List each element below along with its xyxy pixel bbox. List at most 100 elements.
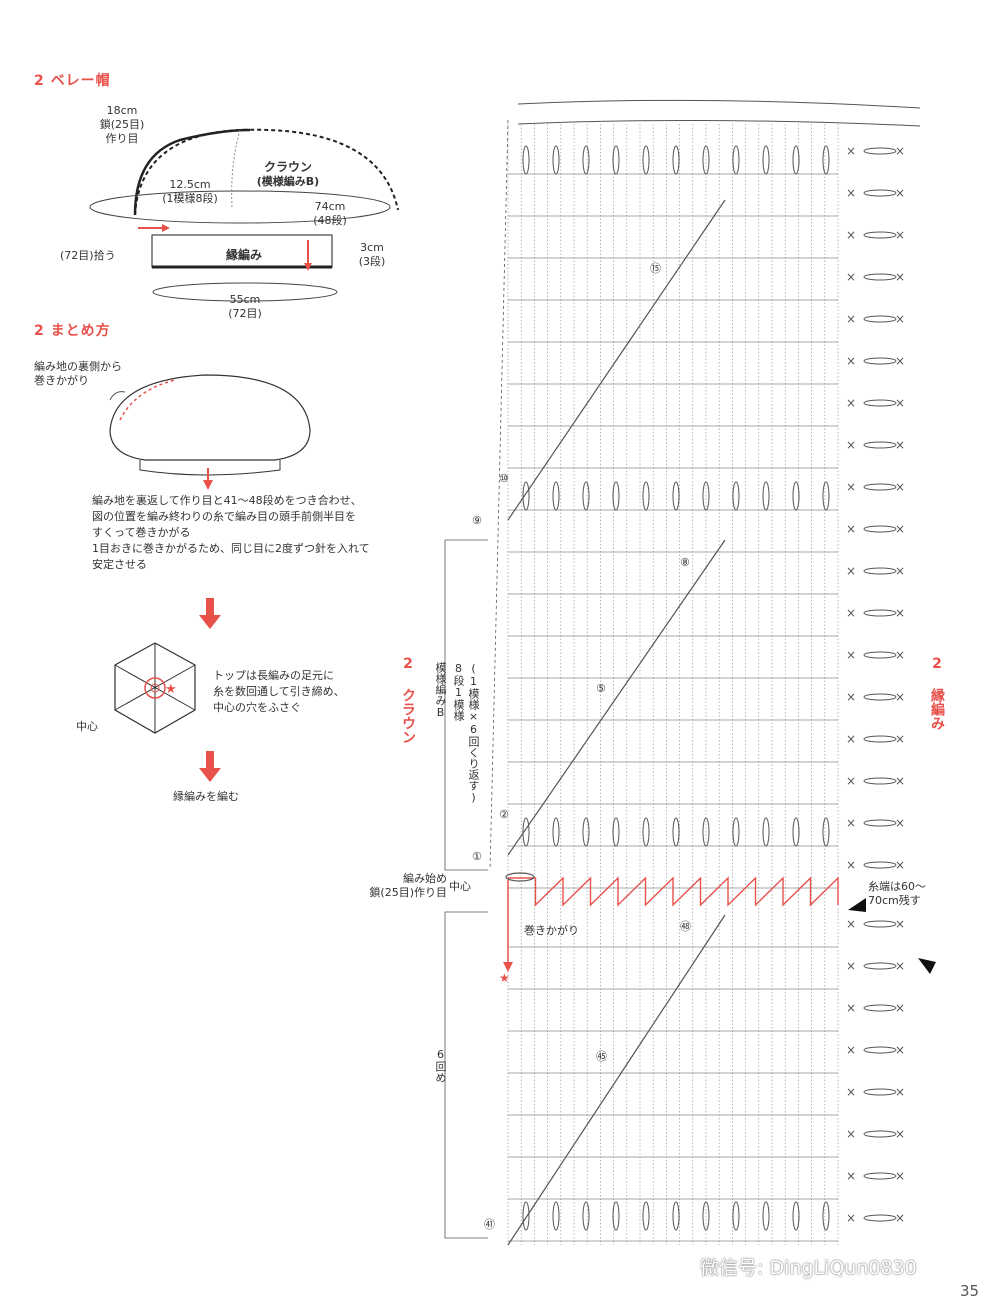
chain-stitch xyxy=(552,1201,560,1231)
finishing-steps: 編み地を裏返して作り目と41～48段めをつき合わせ、 図の位置を編み終わりの糸で… xyxy=(92,493,370,573)
chain-stitch xyxy=(522,145,530,175)
finishing-step-line: すくって巻きかがる xyxy=(92,526,191,539)
edging-x-mark: × xyxy=(846,270,856,284)
edging-x-mark: × xyxy=(846,858,856,872)
edging-chain xyxy=(863,861,897,869)
chain-stitch xyxy=(732,1201,740,1231)
top-note-line: 糸を数回通して引き締め、 xyxy=(213,685,345,698)
edging-x-mark: × xyxy=(846,480,856,494)
chain-stitch xyxy=(582,817,590,847)
chain-stitch xyxy=(642,481,650,511)
chain-stitch xyxy=(642,1201,650,1231)
edging-x-mark: × xyxy=(846,917,856,931)
edging-x-mark: × xyxy=(895,564,905,578)
pattern-diagonal xyxy=(507,914,726,1246)
chain-stitch xyxy=(732,145,740,175)
pattern-length-label: 12.5cm xyxy=(169,178,211,191)
chain-stitch xyxy=(522,481,530,511)
edging-x-mark: × xyxy=(895,1127,905,1141)
edging-x-mark: × xyxy=(895,1085,905,1099)
edging-x-mark: × xyxy=(846,564,856,578)
chain-stitch xyxy=(762,481,770,511)
chain-stitch xyxy=(552,481,560,511)
finishing-step-line: 安定させる xyxy=(92,558,147,571)
circumference-rows-label: (48段) xyxy=(313,214,347,227)
edging-x-mark: × xyxy=(895,1169,905,1183)
chain-stitch xyxy=(582,481,590,511)
chart-whip-label: 巻きかがり xyxy=(524,924,579,937)
edging-x-mark: × xyxy=(846,732,856,746)
triangle-marker-icon xyxy=(918,958,936,974)
row-marker: ① xyxy=(472,850,482,863)
page-number: 35 xyxy=(960,1282,980,1300)
chain-start-label: 作り目 xyxy=(105,132,139,145)
chain-stitch xyxy=(642,145,650,175)
finishing-title: 2 まとめ方 xyxy=(34,323,111,339)
repeat-count-label: 6回め xyxy=(434,1048,447,1083)
edging-x-mark: × xyxy=(895,144,905,158)
pattern-rows-label: (1模様8段) xyxy=(162,192,218,205)
chain-stitch xyxy=(762,817,770,847)
edging-x-mark: × xyxy=(846,959,856,973)
chart-top-edge xyxy=(517,99,921,109)
triangle-marker-icon xyxy=(848,898,866,912)
edging-x-mark: × xyxy=(895,1043,905,1057)
star-icon: ★ xyxy=(499,971,510,985)
chart-guide xyxy=(489,119,509,871)
crown-label: クラウン xyxy=(263,160,312,174)
edging-chain xyxy=(863,962,897,970)
edging-x-mark: × xyxy=(895,858,905,872)
edging-x-mark: × xyxy=(846,228,856,242)
chain-stitch xyxy=(822,145,830,175)
chain-stitch xyxy=(792,1201,800,1231)
beret-schematic xyxy=(89,128,399,302)
chart-top-edge xyxy=(517,119,921,127)
chain-stitch xyxy=(762,1201,770,1231)
watermark: 微信号: DingLiQun0830 xyxy=(700,1257,917,1279)
edging-chain xyxy=(863,1046,897,1054)
chain-stitch xyxy=(732,817,740,847)
edging-step-label: 縁編みを編む xyxy=(173,790,239,803)
edging-chain xyxy=(863,819,897,827)
row-marker: ⑩ xyxy=(499,472,509,485)
edging-x-mark: × xyxy=(846,1169,856,1183)
chain-length-label: 18cm xyxy=(106,104,138,117)
edging-chain xyxy=(863,189,897,197)
edging-chain xyxy=(863,1130,897,1138)
chain-stitch xyxy=(702,817,710,847)
edging-x-mark: × xyxy=(846,606,856,620)
chart-start-chain-label: 鎖(25目)作り目 xyxy=(369,886,447,899)
edging-height-label: 3cm xyxy=(360,241,384,254)
top-note-line: トップは長編みの足元に xyxy=(213,669,334,682)
edging-chain xyxy=(863,525,897,533)
edging-x-mark: × xyxy=(895,522,905,536)
edging-x-mark: × xyxy=(846,648,856,662)
chain-stitch xyxy=(762,145,770,175)
row-marker: ㊽ xyxy=(680,920,691,933)
finishing-step-line: 1目おきに巻きかがるため、同じ目に2度ずつ針を入れて xyxy=(92,542,370,555)
crown-chart-sub: 模様編みB xyxy=(434,662,447,719)
circumference-label: 74cm xyxy=(314,200,346,213)
row-marker: ⑨ xyxy=(472,514,482,527)
chain-stitch xyxy=(522,817,530,847)
chart-center-label: 中心 xyxy=(449,880,471,893)
edging-x-mark: × xyxy=(895,1211,905,1225)
edging-chain xyxy=(863,1088,897,1096)
row-marker: ⑧ xyxy=(680,556,690,569)
edging-chart-title: 2 縁編み xyxy=(929,656,945,730)
repeat-bracket xyxy=(444,911,488,1239)
whip-note-line-2: 巻きかがり xyxy=(34,374,89,387)
edging-chain xyxy=(863,483,897,491)
chain-stitch xyxy=(672,817,680,847)
edging-x-mark: × xyxy=(846,354,856,368)
row-marker: ② xyxy=(499,808,509,821)
edging-chain xyxy=(863,357,897,365)
foundation-center xyxy=(505,872,535,882)
bottom-stitches-label: (72目) xyxy=(228,307,262,320)
red-arrow-head xyxy=(503,962,513,972)
chain-stitch xyxy=(612,1201,620,1231)
edging-chain xyxy=(863,399,897,407)
chain-stitch xyxy=(552,817,560,847)
row-marker: ⑤ xyxy=(596,682,606,695)
edging-chain xyxy=(863,231,897,239)
